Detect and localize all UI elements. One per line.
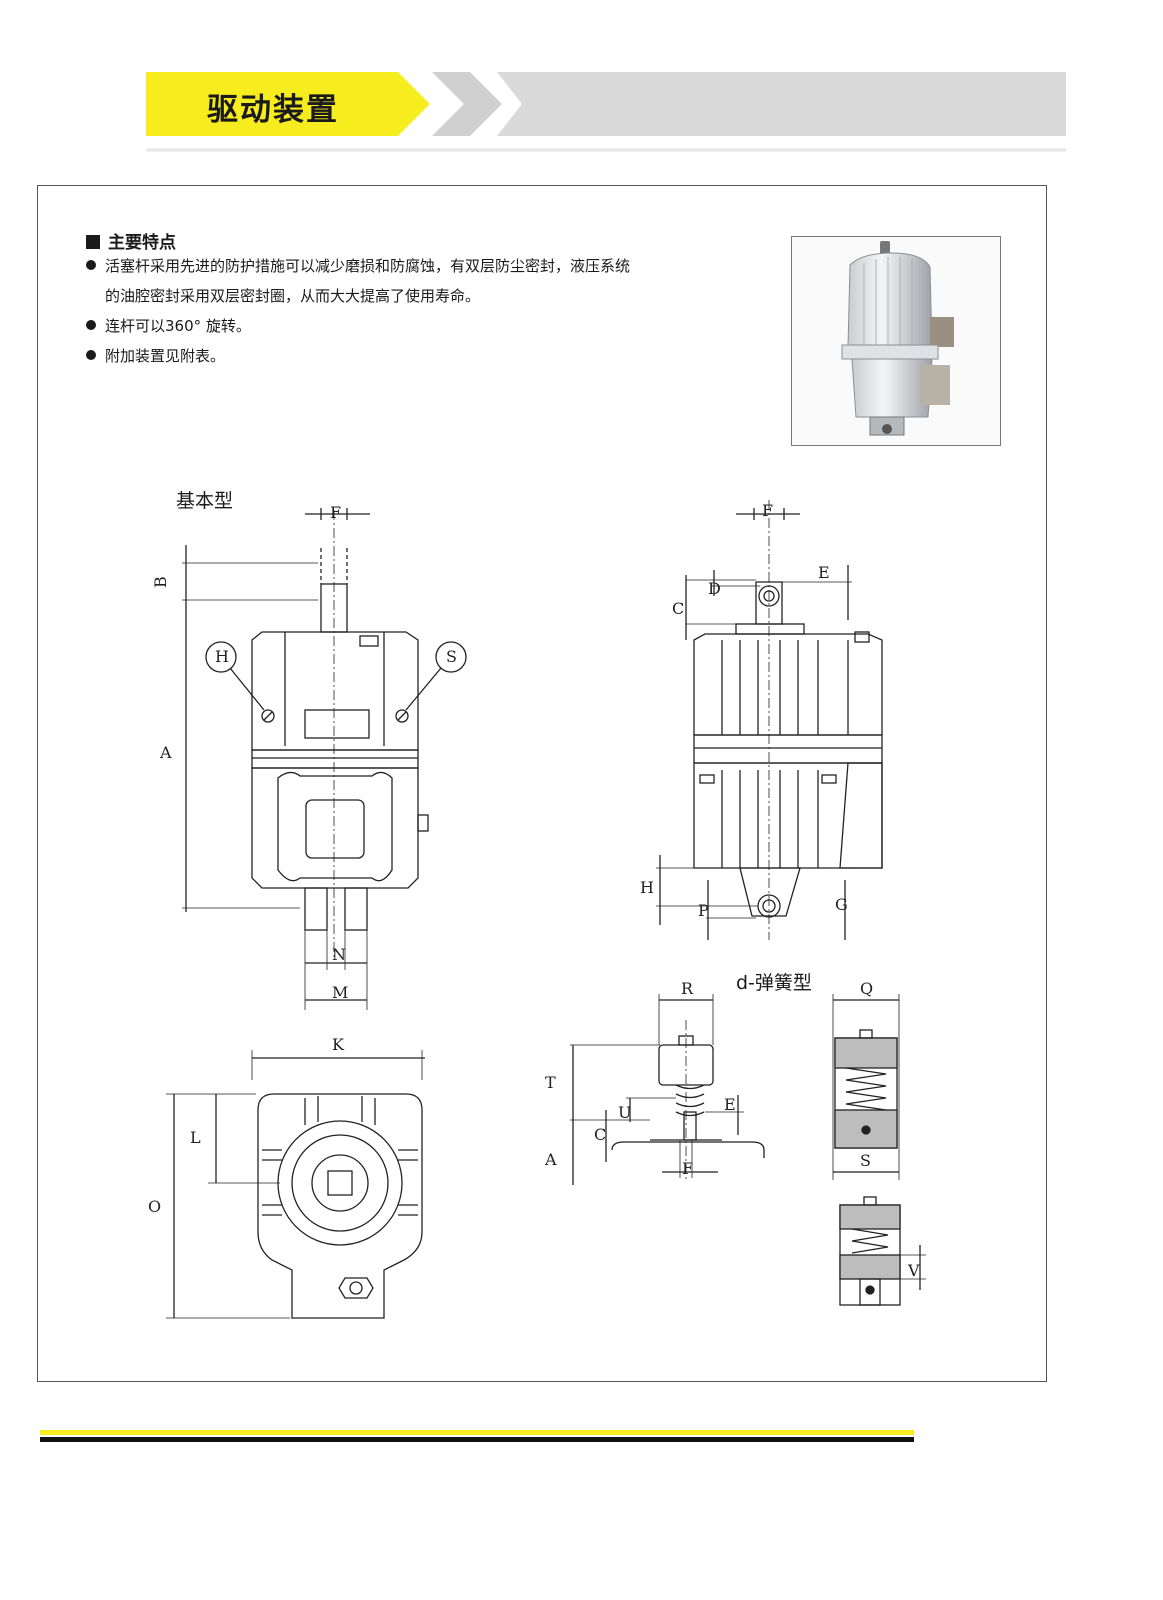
dim-label-N: N <box>332 945 346 964</box>
dim-label-G: G <box>835 895 848 914</box>
dim-label-T: T <box>545 1073 556 1092</box>
content-panel <box>37 185 1047 1382</box>
dim-label-A: A <box>159 743 172 762</box>
basic-side-view <box>656 500 883 940</box>
footer-yellow-stripe <box>40 1430 914 1435</box>
features-heading: 主要特点 <box>86 228 176 253</box>
dim-label-L: L <box>190 1128 201 1147</box>
dim-label-V: V <box>907 1261 920 1280</box>
spring-type-label: d-弹簧型 <box>736 972 812 994</box>
dim-label-F-spring: F <box>682 1159 693 1178</box>
dim-label-S-spring: S <box>860 1151 871 1170</box>
dim-label-R: R <box>681 979 694 998</box>
dim-label-F: F <box>330 503 341 522</box>
feature-item: 附加装置见附表。 <box>86 341 726 371</box>
bullet-icon <box>86 320 96 330</box>
header-grey-band <box>497 72 1066 136</box>
dim-label-H-side: H <box>640 878 654 897</box>
balloon-label-S: S <box>446 647 457 666</box>
dim-label-C: C <box>672 599 684 618</box>
basic-type-label: 基本型 <box>176 490 234 512</box>
dim-label-D: D <box>708 579 721 598</box>
dim-label-K: K <box>332 1035 345 1054</box>
header-band: 驱动装置 <box>0 0 1163 170</box>
dim-label-B: B <box>151 576 170 588</box>
feature-item: 连杆可以360° 旋转。 <box>86 311 726 341</box>
dim-label-P: P <box>698 901 709 920</box>
thruster-photo-illustration <box>841 241 954 436</box>
feature-item: 活塞杆采用先进的防护措施可以减少磨损和防腐蚀，有双层防尘密封，液压系统 的油腔密… <box>86 251 726 311</box>
bullet-icon <box>86 350 96 360</box>
dim-label-U: U <box>618 1103 631 1122</box>
dim-label-E: E <box>818 563 830 582</box>
header-chevrons <box>146 72 1066 152</box>
footer-stripe <box>40 1430 914 1444</box>
spring-side-view <box>570 994 765 1185</box>
page-title: 驱动装置 <box>207 92 339 128</box>
dim-label-Q: Q <box>860 979 873 998</box>
dim-label-F-side: F <box>762 501 773 520</box>
dim-label-M: M <box>332 983 348 1002</box>
bullet-icon <box>86 260 96 270</box>
footer-black-stripe <box>40 1437 914 1442</box>
header-yellow-tab <box>146 72 430 136</box>
basic-top-view <box>166 1050 425 1319</box>
dim-label-O: O <box>148 1197 161 1216</box>
balloon-label-H: H <box>215 647 229 666</box>
dim-label-A-spring: A <box>544 1150 557 1169</box>
square-bullet-icon <box>86 235 100 249</box>
spring-section-views <box>832 994 926 1306</box>
header-chevron-2 <box>432 72 502 136</box>
dim-label-C-spring: C <box>594 1125 606 1144</box>
basic-front-view <box>182 508 467 1010</box>
dim-label-E-spring: E <box>724 1095 736 1114</box>
product-photo <box>791 236 1001 446</box>
